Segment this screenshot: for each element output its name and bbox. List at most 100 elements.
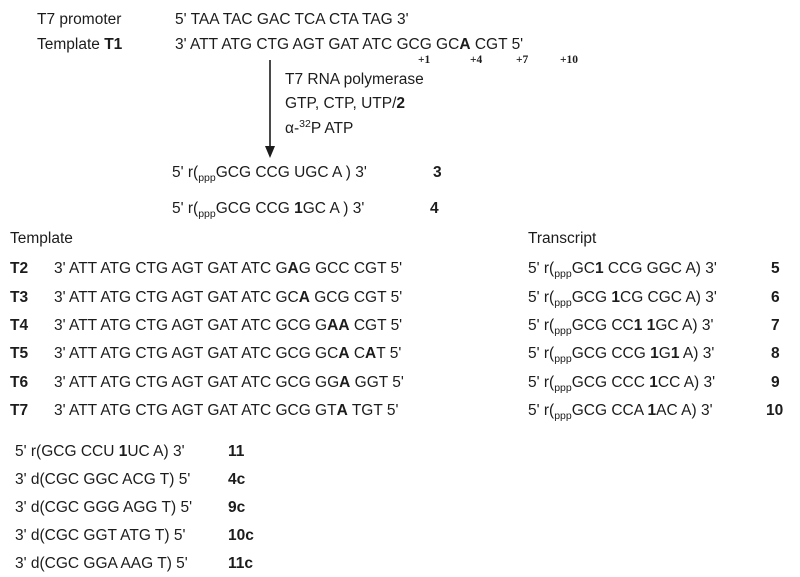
- seq-body: G GCC CGT 5': [298, 260, 403, 277]
- seq-prefix: 5' r(: [528, 374, 555, 391]
- modified-residue: 1: [670, 345, 680, 362]
- seq-body: 3' d(CGC GGT ATG T) 5': [15, 527, 186, 544]
- transcript-sequence: 5' r(pppGC1 CCG GGC A) 3': [528, 260, 717, 280]
- compound-id: 5: [771, 260, 780, 277]
- modified-residue: 1: [649, 374, 658, 391]
- isotope-superscript: 32: [299, 118, 311, 130]
- modified-residue: A: [339, 374, 351, 391]
- seq-prefix: 5' r(: [528, 260, 555, 277]
- compound-id: 7: [771, 317, 780, 334]
- oligo-sequence: 3' d(CGC GGC ACG T) 5': [15, 472, 190, 488]
- seq-body: 3' ATT ATG CTG AGT GAT ATC GCG GC: [54, 345, 339, 362]
- seq-body: UC A) 3': [127, 443, 185, 460]
- template-id-t1: T1: [104, 36, 123, 53]
- product-4-sequence: 5' r(pppGCG CCG 1GC A ) 3': [172, 200, 365, 220]
- seq-prefix: 5' r(: [528, 317, 555, 334]
- triphosphate-subscript: ppp: [554, 410, 572, 422]
- compound-id: 11c: [228, 555, 254, 572]
- t1-seq-part2: CGT 5': [470, 36, 524, 53]
- transcript-sequence: 5' r(pppGCG CCG 1G1 A) 3': [528, 345, 715, 365]
- modified-residue: A: [287, 260, 299, 277]
- seq-body: AC A) 3': [656, 402, 713, 419]
- seq-body: CGT 5': [349, 317, 403, 334]
- compound-id: 9c: [228, 499, 246, 516]
- seq-body: 3' ATT ATG CTG AGT GAT ATC GCG GG: [54, 374, 340, 391]
- triphosphate-subscript: ppp: [198, 208, 216, 220]
- t1-seq-part1: 3' ATT ATG CTG AGT GAT ATC GCG GC: [175, 36, 460, 53]
- template-sequence: 3' ATT ATG CTG AGT GAT ATC GCA GCG CGT 5…: [54, 290, 402, 306]
- transcript-sequence: 5' r(pppGCG 1CG CGC A) 3': [528, 289, 717, 309]
- seq-body: 3' ATT ATG CTG AGT GAT ATC G: [54, 260, 288, 277]
- seq-body: 3' ATT ATG CTG AGT GAT ATC GCG GT: [54, 402, 337, 419]
- reaction-enzyme: T7 RNA polymerase: [285, 71, 424, 88]
- template-t1-label: Template T1: [37, 37, 122, 53]
- template-label-prefix: Template: [37, 36, 105, 53]
- compound-2: 2: [396, 95, 406, 112]
- oligo-sequence: 5' r(GCG CCU 1UC A) 3': [15, 444, 185, 460]
- template-sequence: 3' ATT ATG CTG AGT GAT ATC GCG GGA GGT 5…: [54, 375, 404, 391]
- modified-residue: A: [338, 345, 350, 362]
- compound-id: 4: [430, 200, 439, 217]
- compound-id: 3: [433, 164, 442, 181]
- product-3-sequence: 5' r(pppGCG CCG UGC A ) 3': [172, 164, 367, 184]
- seq-body: GC: [571, 260, 595, 277]
- modified-residue: 1: [611, 289, 620, 306]
- transcript-heading: Transcript: [528, 230, 597, 247]
- template-id: T4: [10, 317, 29, 334]
- seq-body: GCG CCG UGC A ) 3': [215, 164, 367, 181]
- seq-body: 3' ATT ATG CTG AGT GAT ATC GC: [54, 289, 299, 306]
- seq-body: GCG CCC: [571, 374, 650, 391]
- oligo-sequence: 3' d(CGC GGT ATG T) 5': [15, 528, 185, 544]
- seq-body: 3' ATT ATG CTG AGT GAT ATC GCG G: [54, 317, 328, 334]
- template-id: T6: [10, 374, 29, 391]
- reaction-label-atp: α-32P ATP: [285, 118, 353, 137]
- seq-prefix: 5' r(: [528, 345, 555, 362]
- seq-body: C: [349, 345, 366, 362]
- modified-residue: AA: [327, 317, 350, 334]
- oligo-sequence: 3' d(CGC GGA AAG T) 5': [15, 556, 188, 572]
- modified-residue: 1: [118, 443, 128, 460]
- template-sequence: 3' ATT ATG CTG AGT GAT ATC GCG GTA TGT 5…: [54, 403, 398, 419]
- seq-body: GCG CCA: [571, 402, 648, 419]
- transcript-sequence: 5' r(pppGCG CC1 1GC A) 3': [528, 317, 714, 337]
- seq-body: G: [658, 345, 671, 362]
- template-t1-sequence: 3' ATT ATG CTG AGT GAT ATC GCG GCA CGT 5…: [175, 37, 523, 53]
- seq-prefix: 5' r(: [528, 402, 555, 419]
- modified-residue: 1: [633, 317, 643, 334]
- modified-residue: A: [365, 345, 377, 362]
- seq-body: TGT 5': [347, 402, 399, 419]
- seq-body: GC A ) 3': [302, 200, 365, 217]
- modified-residue: 1: [647, 402, 657, 419]
- compound-id: 8: [771, 345, 780, 362]
- t1-seq-bold: A: [459, 36, 471, 53]
- promoter-sequence: 5' TAA TAC GAC TCA CTA TAG 3': [175, 11, 409, 28]
- position-marker: +4: [470, 54, 483, 66]
- template-sequence: 3' ATT ATG CTG AGT GAT ATC GCG GCA CAT 5…: [54, 346, 401, 362]
- promoter-label: T7 promoter: [37, 11, 122, 28]
- seq-body: GC A) 3': [655, 317, 714, 334]
- seq-body: GCG CGT 5': [309, 289, 403, 306]
- position-marker: +7: [516, 54, 529, 66]
- modified-residue: 1: [294, 200, 303, 217]
- seq-body: A) 3': [679, 345, 715, 362]
- reaction-arrow-icon: [265, 60, 275, 158]
- template-sequence: 3' ATT ATG CTG AGT GAT ATC GAG GCC CGT 5…: [54, 261, 402, 277]
- transcript-sequence: 5' r(pppGCG CCC 1CC A) 3': [528, 374, 715, 394]
- seq-body: GGT 5': [350, 374, 404, 391]
- alpha-prefix: α-: [285, 120, 300, 137]
- seq-body: GCG CCG: [571, 345, 651, 362]
- seq-body: 5' r(GCG CCU: [15, 443, 119, 460]
- seq-body: 3' d(CGC GGG AGG T) 5': [15, 499, 193, 516]
- template-heading: Template: [10, 230, 73, 247]
- compound-id: 11: [228, 443, 245, 460]
- modified-residue: 1: [650, 345, 659, 362]
- seq-body: CG CGC A) 3': [620, 289, 717, 306]
- seq-body: T 5': [376, 345, 402, 362]
- triphosphate-subscript: ppp: [554, 353, 572, 365]
- triphosphate-subscript: ppp: [554, 297, 572, 309]
- seq-prefix: 5' r(: [528, 289, 555, 306]
- compound-id: 10c: [228, 527, 254, 544]
- template-sequence: 3' ATT ATG CTG AGT GAT ATC GCG GAA CGT 5…: [54, 318, 402, 334]
- seq-body: 3' d(CGC GGC ACG T) 5': [15, 471, 191, 488]
- seq-body: GCG: [571, 289, 612, 306]
